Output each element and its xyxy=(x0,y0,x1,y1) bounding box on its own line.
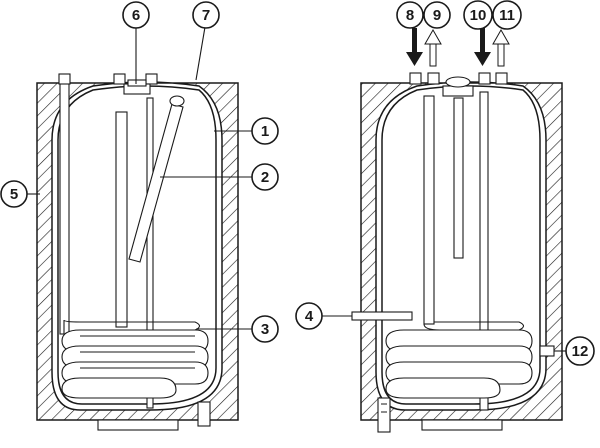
callout-4: 4 xyxy=(295,302,323,330)
left-insulation-jacket xyxy=(36,81,239,421)
callout-4-label: 4 xyxy=(305,308,314,325)
left-top-flange-cap xyxy=(127,79,147,87)
callout-12-label: 12 xyxy=(572,343,589,360)
right-tank xyxy=(351,72,563,433)
callout-11: 11 xyxy=(492,0,522,30)
callout-7-label: 7 xyxy=(202,7,210,24)
right-heating-coil xyxy=(385,321,533,399)
callout-8-label: 8 xyxy=(406,7,414,24)
arrow-10-down-icon xyxy=(474,28,491,66)
callout-2-label: 2 xyxy=(261,169,269,186)
arrow-9-up-icon xyxy=(424,28,442,67)
callout-9: 9 xyxy=(423,1,451,29)
right-side-connection xyxy=(539,345,555,357)
leader-lines xyxy=(26,26,566,352)
callout-6: 6 xyxy=(122,1,150,29)
right-drain-fitting xyxy=(377,397,391,433)
left-top-stub-c xyxy=(145,73,158,85)
callout-10-label: 10 xyxy=(470,7,487,24)
left-central-tube xyxy=(146,97,154,409)
flow-arrows xyxy=(406,28,510,67)
left-heating-coil xyxy=(61,319,209,399)
callout-8: 8 xyxy=(396,1,424,29)
right-top-stub-11 xyxy=(495,72,508,85)
callout-5-label: 5 xyxy=(10,186,18,203)
right-top-stub-8 xyxy=(409,72,422,85)
left-base-foot xyxy=(97,419,179,431)
callout-1-label: 1 xyxy=(261,123,269,140)
right-top-stub-10 xyxy=(478,72,491,85)
callout-3-label: 3 xyxy=(261,321,269,338)
left-tank xyxy=(36,73,239,431)
callout-5: 5 xyxy=(0,180,28,208)
right-central-tube xyxy=(479,91,489,411)
left-inner-riser xyxy=(115,111,128,328)
left-cold-inlet-pipe xyxy=(59,77,70,335)
left-top-stub-b xyxy=(113,73,126,85)
right-base-foot xyxy=(421,419,503,431)
callout-9-label: 9 xyxy=(433,7,441,24)
callout-3: 3 xyxy=(251,315,279,343)
callout-7: 7 xyxy=(192,1,220,29)
callout-1: 1 xyxy=(251,117,279,145)
left-top-stub-a xyxy=(58,73,71,85)
callout-12: 12 xyxy=(565,336,595,366)
callout-11-label: 11 xyxy=(499,7,515,24)
left-sensor-tube xyxy=(128,95,185,263)
arrow-11-up-icon xyxy=(492,28,510,67)
right-inner-riser xyxy=(423,95,435,325)
right-top-stub-9 xyxy=(427,72,440,85)
left-drain-fitting xyxy=(197,401,211,427)
callout-6-label: 6 xyxy=(132,7,140,24)
callout-10: 10 xyxy=(463,0,493,30)
arrow-8-down-icon xyxy=(406,28,423,66)
right-anode-rod xyxy=(453,97,464,259)
right-sensor-pocket xyxy=(351,311,413,321)
callout-2: 2 xyxy=(251,163,279,191)
